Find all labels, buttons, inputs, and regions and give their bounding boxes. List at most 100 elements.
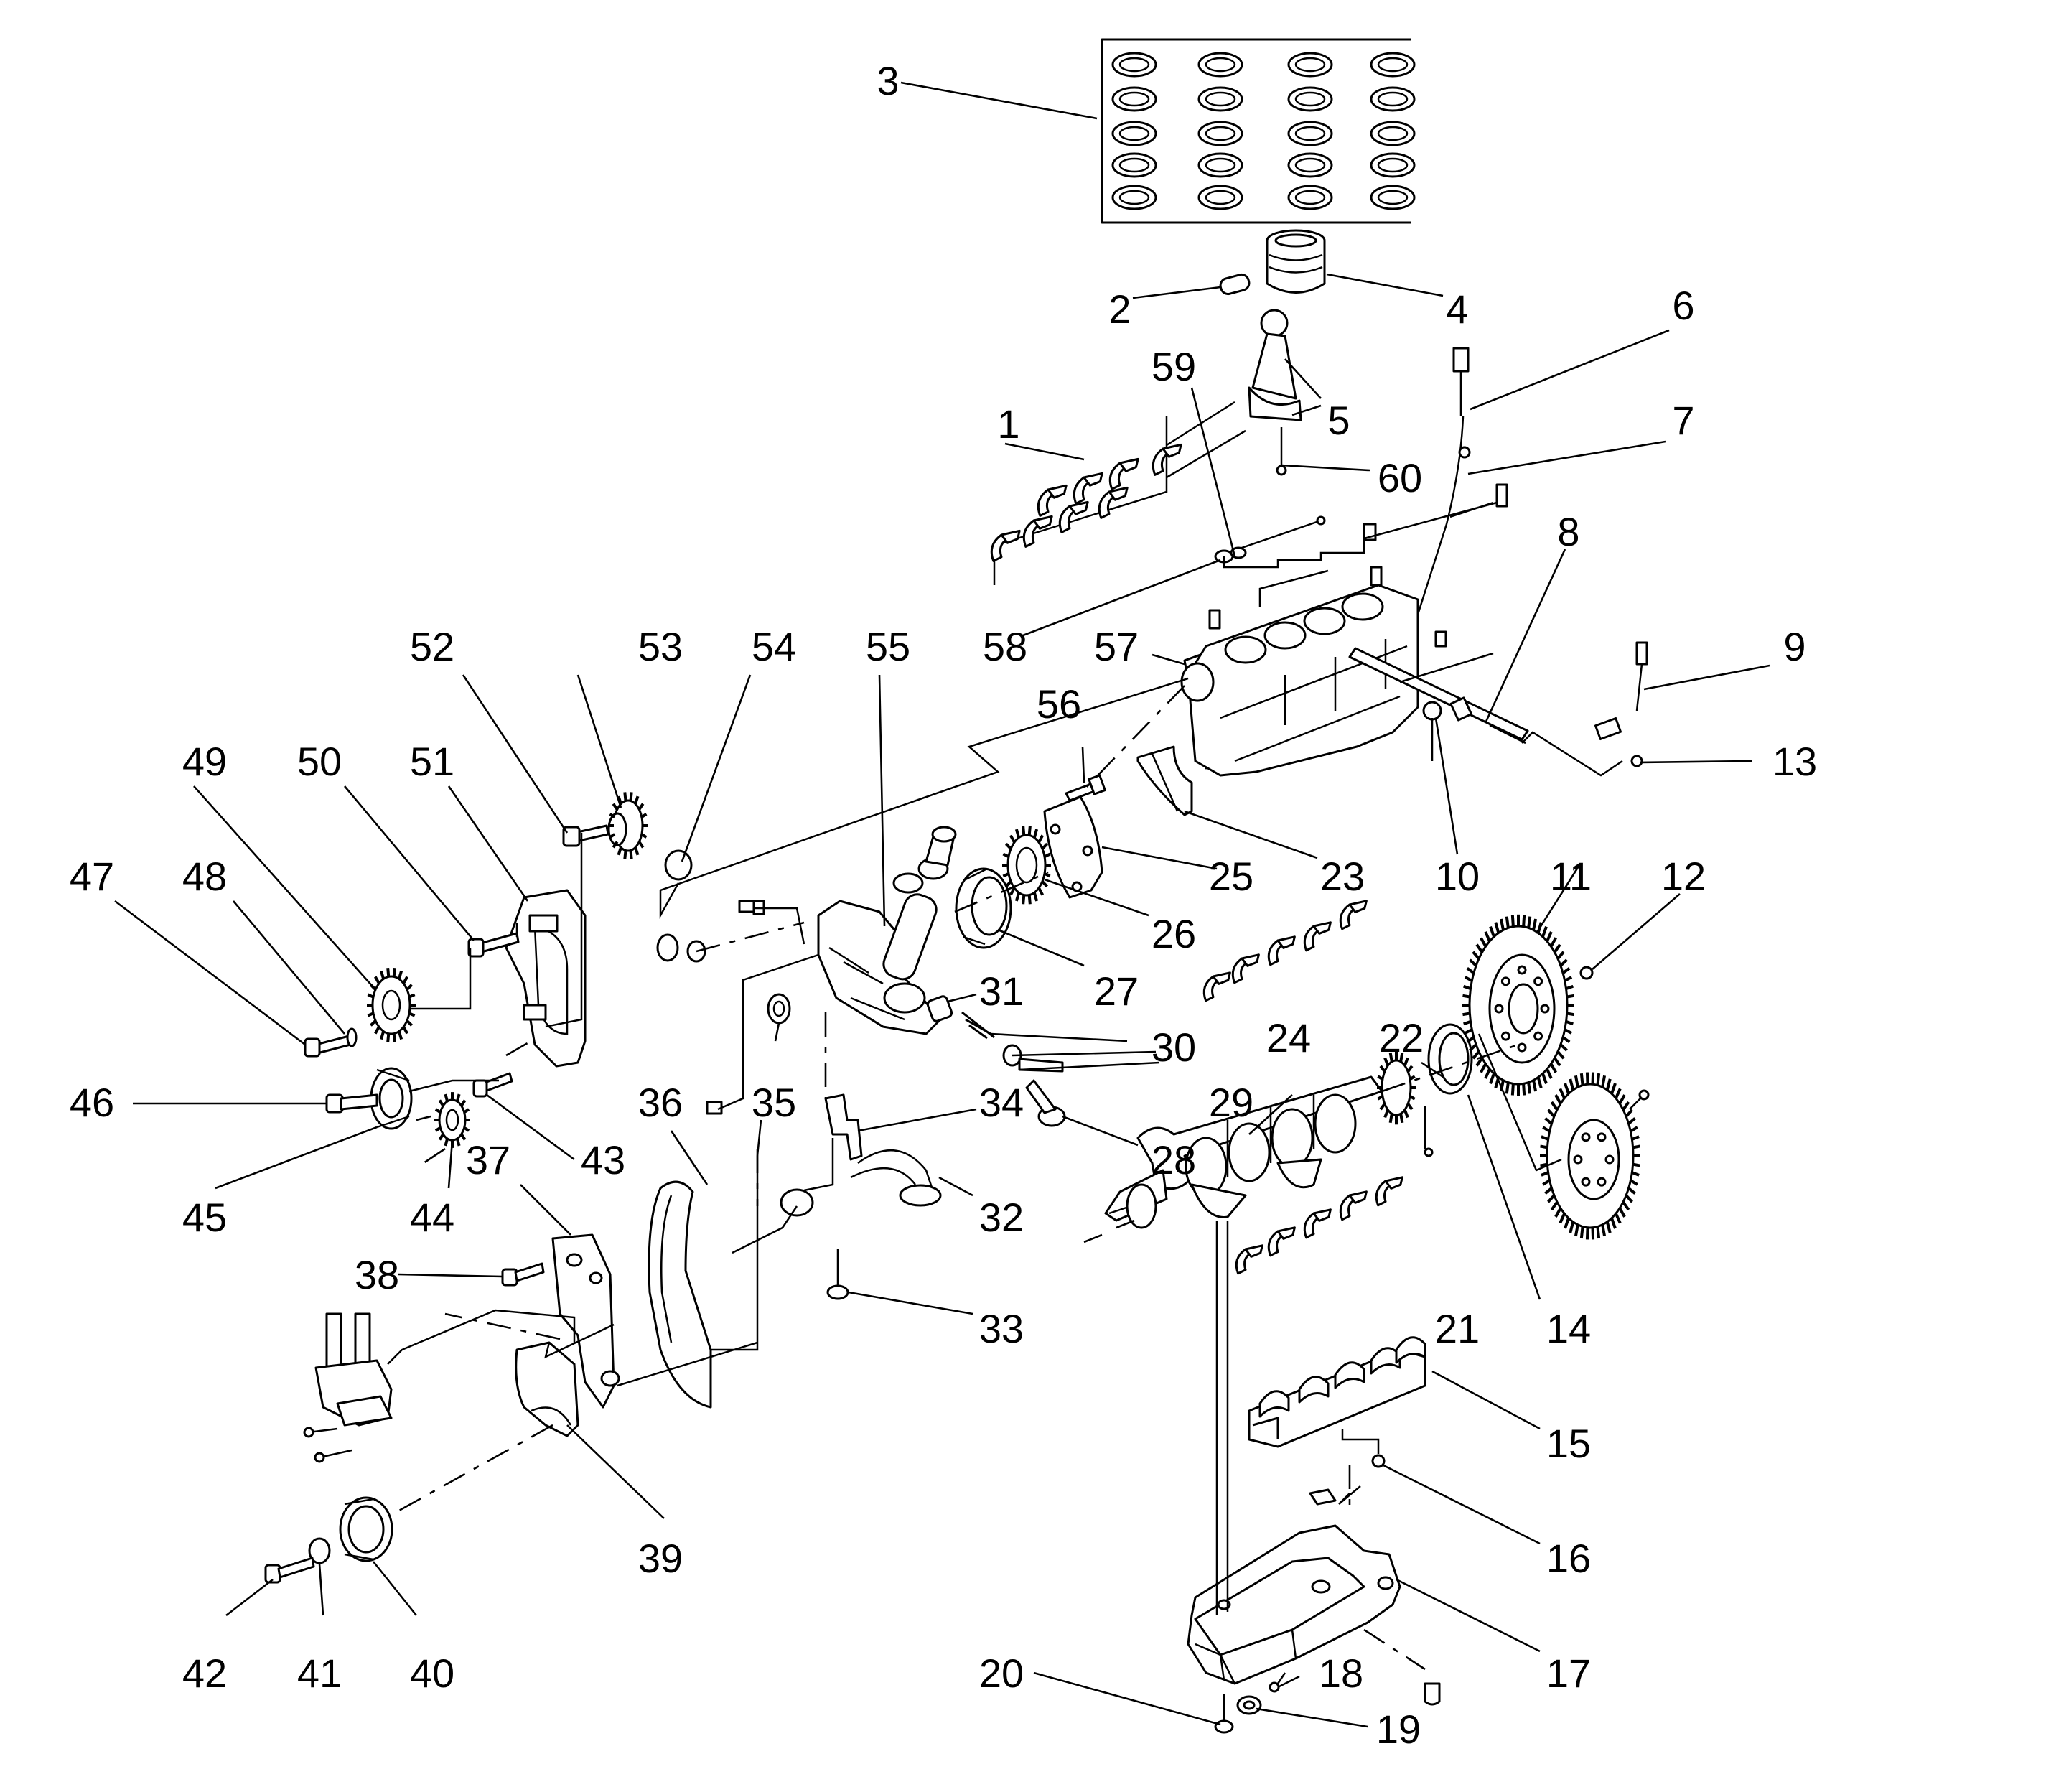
main-cap-bump <box>1395 1336 1426 1364</box>
reluctor-tooth <box>1399 1113 1404 1124</box>
piston-ring-inner <box>1118 157 1150 173</box>
piston-ring-inner <box>1205 91 1236 107</box>
upper-main-bearing-tab <box>1212 971 1231 985</box>
callout-2: 2 <box>1108 286 1131 332</box>
pulley-tooth <box>612 841 619 849</box>
flywheel-tooth <box>1522 915 1526 927</box>
piston-ring <box>1370 121 1416 146</box>
flexplate-tooth <box>1610 1217 1617 1229</box>
reluctor-tooth <box>1383 1057 1390 1066</box>
flexplate-tooth <box>1574 1224 1579 1237</box>
flexplate <box>1540 1072 1650 1240</box>
rod-bearing-lower <box>990 533 1009 562</box>
reluctor-tooth <box>1377 1095 1384 1101</box>
dipstick <box>1395 347 1471 683</box>
callout-51: 51 <box>410 739 454 784</box>
lower-main-bearing <box>1375 1180 1393 1207</box>
flywheel-tooth <box>1565 984 1574 991</box>
lower-main-bearings <box>1235 1176 1403 1275</box>
connecting-rod <box>1248 309 1302 476</box>
flywheel-tooth <box>1549 1063 1557 1073</box>
flexplate-tooth <box>1541 1171 1549 1177</box>
reluctor-tooth <box>1409 1095 1416 1101</box>
piston-ring-inner <box>1118 190 1150 205</box>
flexplate-tooth <box>1625 1194 1633 1203</box>
callout-34: 34 <box>979 1080 1024 1125</box>
flexplate-hole <box>1604 1154 1615 1165</box>
sprocket-tooth <box>406 984 414 991</box>
front-cover-lower <box>515 1341 579 1437</box>
piston-ring-inner <box>1205 126 1236 141</box>
flexplate-tooth <box>1579 1226 1584 1239</box>
flexplate-tooth <box>1591 1072 1595 1085</box>
piston-ring <box>1111 86 1157 112</box>
callout-60: 60 <box>1378 455 1422 500</box>
sprocket-tooth <box>397 970 403 980</box>
sprocket-tooth <box>1037 887 1045 896</box>
sprocket-tooth <box>392 968 396 977</box>
flexplate-hole <box>1581 1132 1591 1142</box>
flexplate-tooth <box>1630 1179 1638 1186</box>
flexplate-hole <box>1581 1177 1591 1187</box>
reluctor-tooth <box>1379 1065 1386 1073</box>
flexplate-tooth <box>1574 1075 1579 1088</box>
flywheel-tooth <box>1475 1057 1484 1067</box>
upper-main-bearing <box>1339 903 1357 930</box>
lower-main-bearing-tab <box>1348 1190 1368 1204</box>
flexplate-tooth <box>1542 1126 1551 1133</box>
callout-labels: 1 2 3 4 5 6 7 8 9 10 11 12 13 14 15 16 1… <box>70 58 1817 1752</box>
lower-main-bearing-tab <box>1312 1208 1332 1222</box>
upper-main-bearing <box>1267 939 1285 966</box>
piston-ring-inner <box>1377 157 1409 173</box>
bolt-38 <box>501 1262 545 1287</box>
piston-ring-inner <box>1294 126 1326 141</box>
leader-lines <box>114 81 1770 1728</box>
callout-8: 8 <box>1557 509 1579 554</box>
pulley-tooth <box>629 792 633 801</box>
flexplate-tooth <box>1564 1217 1570 1229</box>
sprocket-tooth <box>1027 895 1032 905</box>
snap-ring-54 <box>664 849 693 881</box>
callout-41: 41 <box>297 1651 342 1696</box>
callout-26: 26 <box>1152 911 1196 956</box>
gear-tooth <box>438 1133 444 1141</box>
flexplate-tooth <box>1627 1117 1636 1125</box>
callout-43: 43 <box>581 1137 625 1182</box>
gear-44 <box>434 1092 470 1148</box>
flexplate-tooth <box>1632 1162 1640 1167</box>
callout-56: 56 <box>1037 681 1081 727</box>
piston-ring <box>1197 52 1243 78</box>
flywheel-tooth <box>1489 1073 1495 1084</box>
main-cap-bump <box>1370 1347 1401 1375</box>
flywheel-tooth <box>1484 1068 1491 1079</box>
oil-pan <box>1187 1488 1401 1685</box>
flexplate-tooth <box>1569 1078 1575 1091</box>
callout-12: 12 <box>1661 854 1706 899</box>
belt-back-plate <box>505 889 587 1068</box>
gear-tooth <box>438 1099 444 1107</box>
callout-45: 45 <box>182 1195 227 1240</box>
callout-53: 53 <box>638 624 683 669</box>
piston-ring-inner <box>1294 190 1326 205</box>
callout-31: 31 <box>979 969 1024 1014</box>
bolt-52 <box>562 824 609 847</box>
flexplate-tooth <box>1547 1194 1556 1203</box>
sprocket-tooth <box>1027 826 1032 836</box>
flywheel-tooth <box>1475 943 1484 953</box>
flexplate-tooth <box>1630 1126 1638 1133</box>
sprocket-tooth <box>1009 887 1016 896</box>
flywheel-tooth <box>1464 1028 1473 1035</box>
piston-ring <box>1287 185 1333 210</box>
bolt-47 <box>304 1034 355 1058</box>
callout-59: 59 <box>1152 344 1196 389</box>
lower-main-bearing-tab <box>1276 1226 1296 1240</box>
callout-19: 19 <box>1376 1707 1421 1752</box>
piston-ring <box>1287 52 1333 78</box>
flywheel-tooth <box>1536 1076 1543 1088</box>
front-cover-upper <box>551 1233 620 1409</box>
flexplate-tooth <box>1591 1227 1595 1240</box>
flexplate-tooth <box>1541 1135 1549 1141</box>
rod-bearing-lower-tab <box>1000 529 1021 544</box>
flywheel-tooth <box>1494 922 1500 934</box>
flywheel-tooth <box>1480 1063 1487 1073</box>
